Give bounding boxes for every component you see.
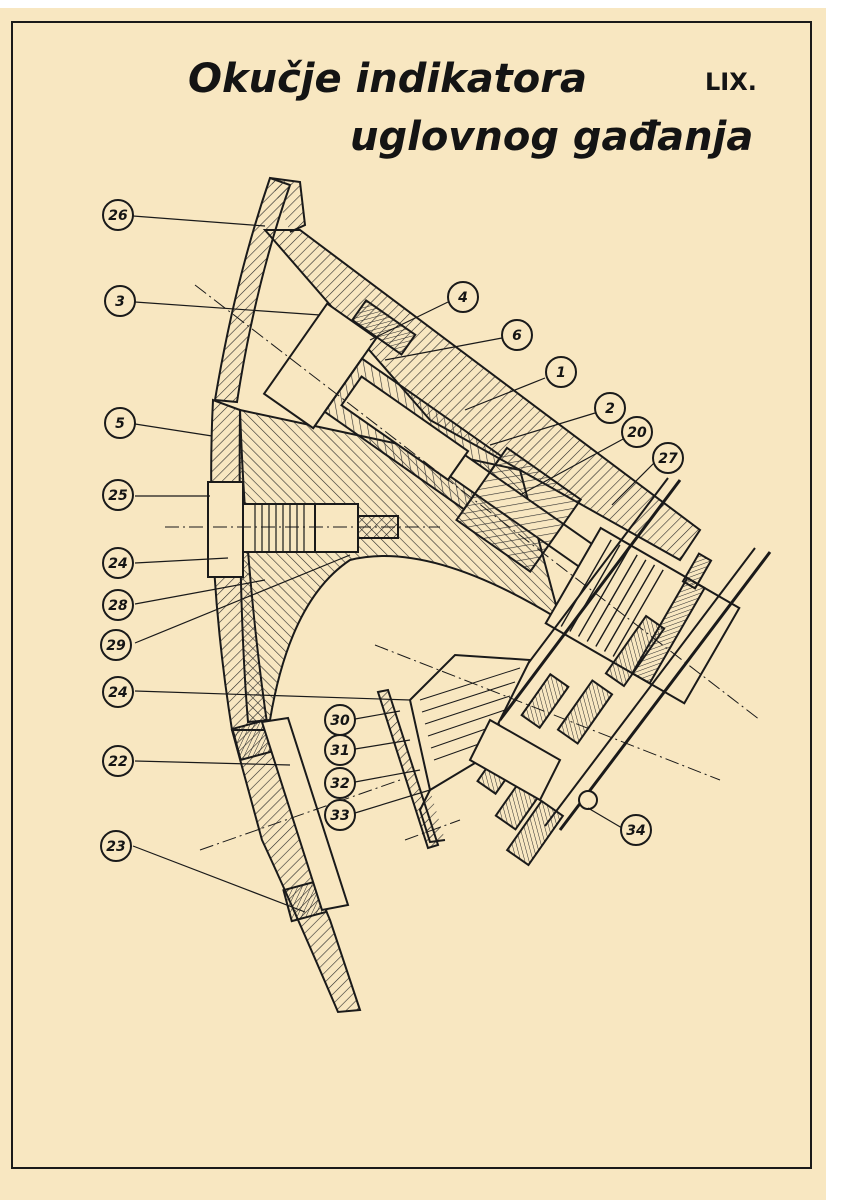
center-lines (165, 284, 761, 851)
callout-2: 2 (594, 392, 626, 424)
callout-6: 6 (501, 319, 533, 351)
svg-text:24: 24 (108, 685, 127, 701)
callout-30: 30 (324, 704, 356, 736)
svg-text:28: 28 (108, 598, 128, 614)
callout-34: 34 (620, 814, 652, 846)
callout-24a: 24 (102, 547, 134, 579)
title-line-1: Okučje indikatora (188, 56, 587, 102)
callout-29: 29 (100, 629, 132, 661)
bolt-head (207, 481, 244, 578)
callout-25: 25 (102, 479, 134, 511)
dial-scale (376, 653, 532, 850)
svg-text:24: 24 (108, 556, 127, 572)
svg-text:34: 34 (626, 823, 645, 839)
svg-text:30: 30 (330, 713, 350, 729)
part-22-plate (260, 716, 350, 912)
knob-34 (578, 790, 598, 810)
title-line-2: uglovnog gađanja (350, 114, 753, 160)
section-drawing (207, 176, 772, 1014)
plate-number: LIX. (705, 68, 757, 96)
svg-text:33: 33 (330, 808, 349, 824)
callouts: 26 3 4 6 1 2 20 27 5 25 24 28 29 24 30 3… (100, 199, 684, 862)
svg-text:20: 20 (627, 425, 647, 441)
top-right-bolt (681, 552, 713, 590)
callout-5: 5 (104, 407, 136, 439)
callout-24b: 24 (102, 676, 134, 708)
svg-text:31: 31 (330, 743, 349, 759)
right-plate-outer (558, 551, 772, 831)
callout-1: 1 (545, 356, 577, 388)
bolt-shank (242, 503, 359, 553)
svg-text:2: 2 (605, 401, 615, 417)
callout-27: 27 (652, 442, 684, 474)
callout-22: 22 (102, 745, 134, 777)
callout-28: 28 (102, 589, 134, 621)
page-border (11, 21, 812, 1169)
callout-31: 31 (324, 734, 356, 766)
callout-33: 33 (324, 799, 356, 831)
lower-plate-bracket (468, 718, 562, 802)
svg-text:25: 25 (108, 488, 128, 504)
gear-stack (544, 526, 741, 705)
callout-4: 4 (447, 281, 479, 313)
callout-3: 3 (104, 285, 136, 317)
svg-text:1: 1 (556, 365, 566, 381)
svg-text:27: 27 (658, 451, 678, 467)
svg-text:5: 5 (115, 416, 125, 432)
svg-text:3: 3 (115, 294, 125, 310)
callout-32: 32 (324, 767, 356, 799)
callout-23: 23 (100, 830, 132, 862)
bolt-thread (254, 504, 305, 552)
right-plate-inner (498, 479, 682, 721)
leader-lines (132, 215, 656, 913)
svg-text:23: 23 (106, 839, 125, 855)
callout-20: 20 (621, 416, 653, 448)
svg-text:26: 26 (108, 208, 128, 224)
svg-text:29: 29 (106, 638, 126, 654)
svg-text:22: 22 (108, 754, 127, 770)
svg-text:6: 6 (512, 328, 522, 344)
svg-text:32: 32 (330, 776, 349, 792)
svg-text:4: 4 (457, 290, 468, 306)
callout-26: 26 (102, 199, 134, 231)
